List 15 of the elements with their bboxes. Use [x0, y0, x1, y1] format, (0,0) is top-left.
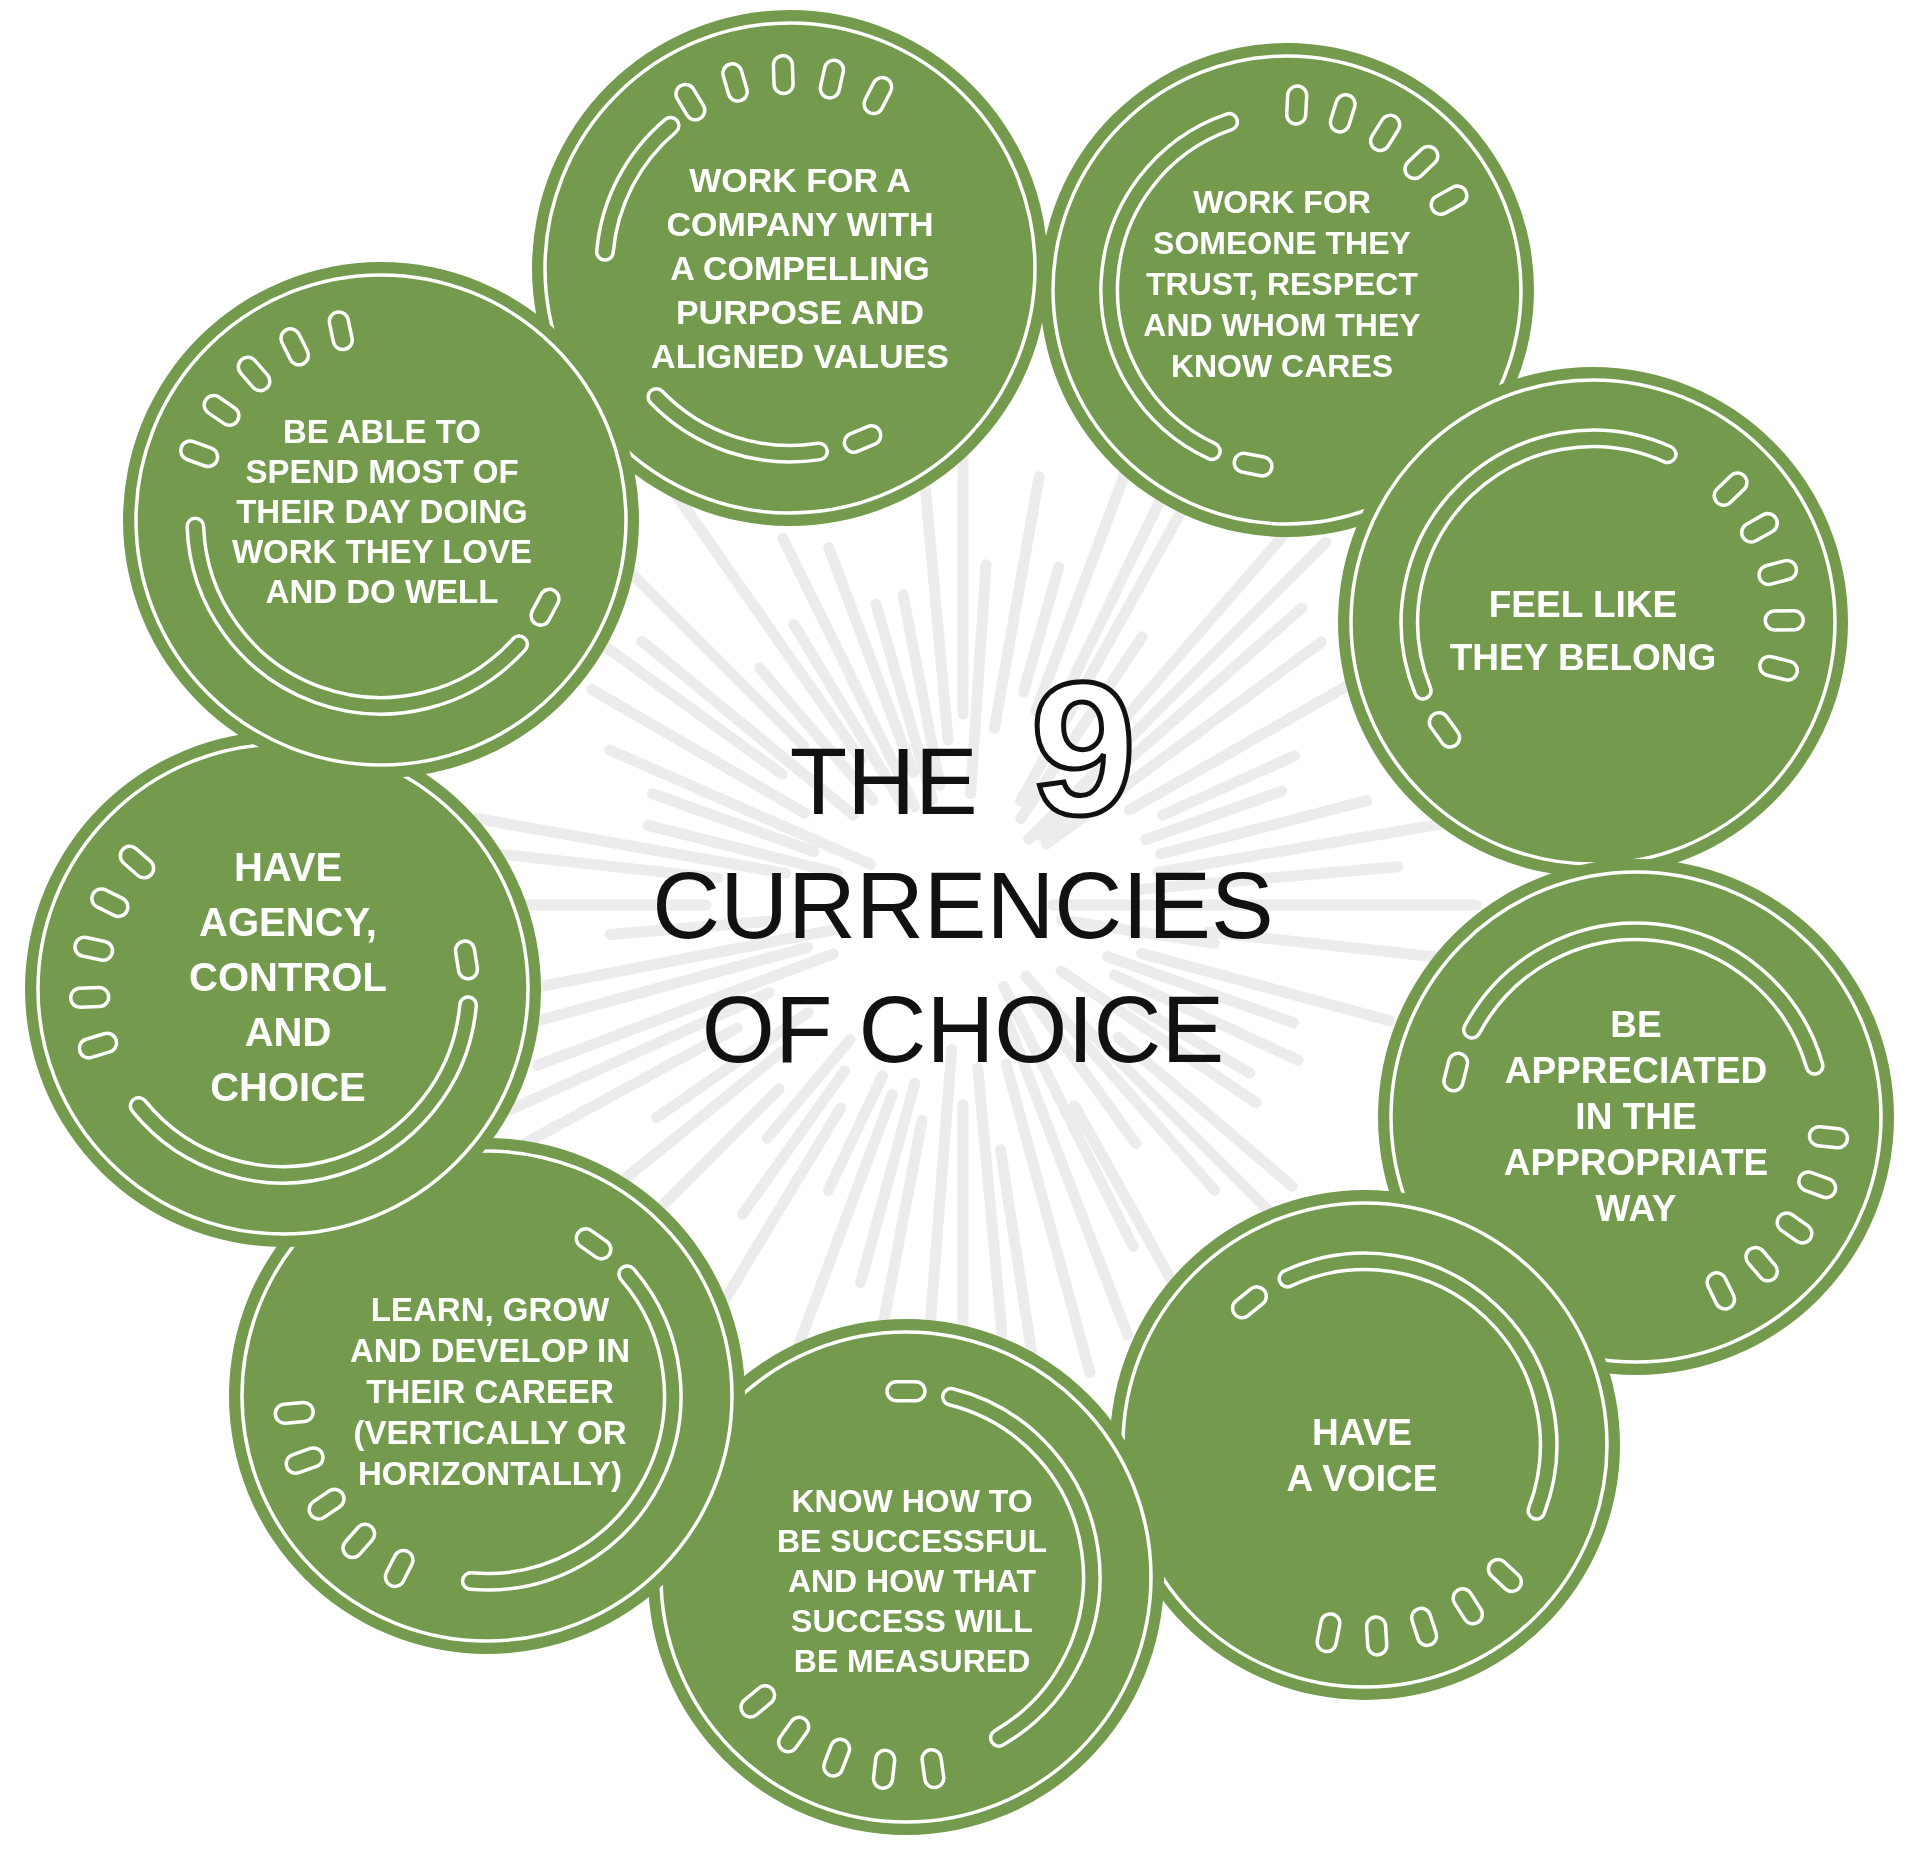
currency-label: KNOW HOW TO BE SUCCESSFUL AND HOW THAT SUCCESS WILL BE MEASURED — [776, 1482, 1048, 1681]
currency-label: HAVE AGENCY, CONTROL AND CHOICE — [189, 843, 387, 1111]
currency-label: BE ABLE TO SPEND MOST OF THEIR DAY DOING WORK THEY LOVE AND DO WELL — [231, 412, 533, 612]
currency-label: LEARN, GROW AND DEVELOP IN THEIR CAREER (VERTICALLY OR HORIZONTALLY) — [350, 1289, 630, 1494]
currency-circle — [532, 10, 1048, 526]
currency-label: WORK FOR A COMPANY WITH A COMPELLING PURPOSE AND ALIGNED VALUES — [651, 160, 949, 377]
currency-circle — [229, 1138, 745, 1654]
currency-label: HAVE A VOICE — [1286, 1411, 1438, 1501]
currency-label: BE APPRECIATED IN THE APPROPRIATE WAY — [1503, 1003, 1769, 1231]
currency-circle — [648, 1319, 1164, 1835]
currency-label: FEEL LIKE THEY BELONG — [1449, 583, 1717, 680]
diagram-title: THE 9 CURRENCIES OF CHOICE — [652, 673, 1274, 1084]
currency-label: WORK FOR SOMEONE THEY TRUST, RESPECT AND WHOM THEY KNOW CARES — [1143, 182, 1421, 386]
currency-circle — [123, 262, 639, 778]
currency-circle — [1040, 43, 1534, 537]
